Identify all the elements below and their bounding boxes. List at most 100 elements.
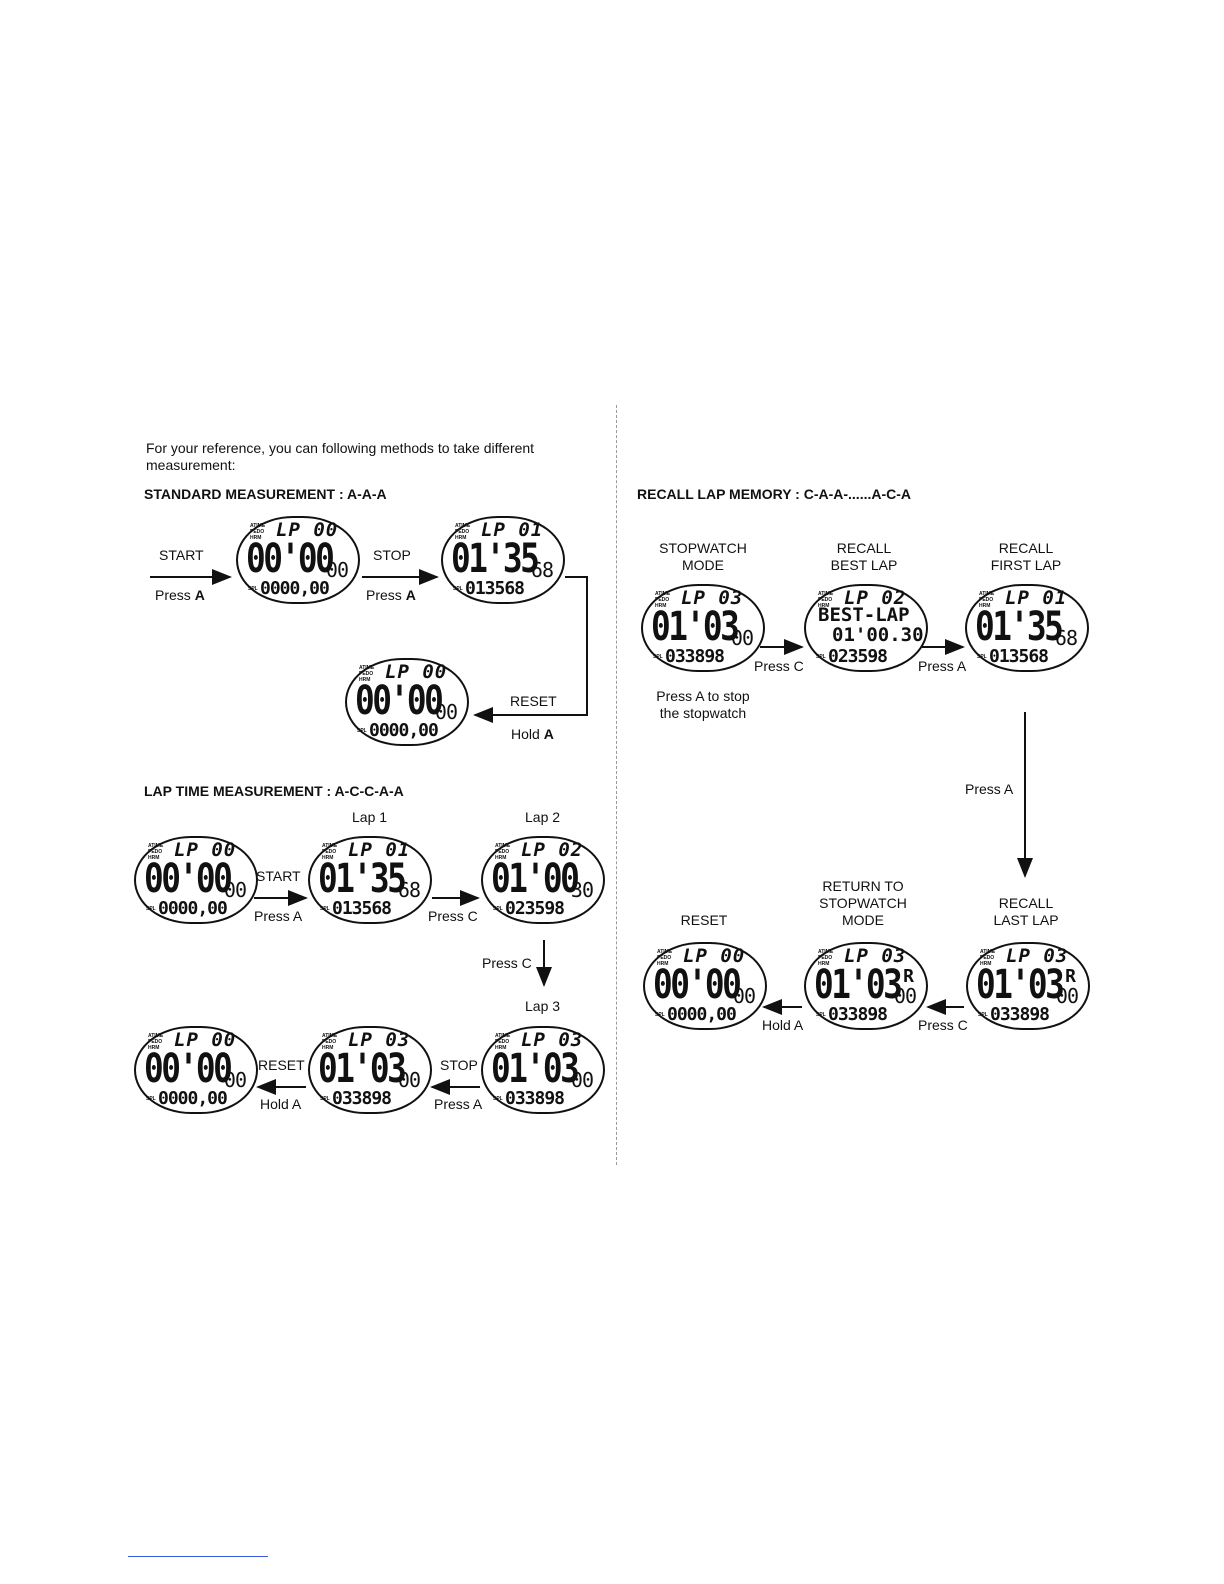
column-divider	[616, 405, 617, 1165]
lap-number: LP 03	[521, 1029, 584, 1051]
watch-display: ATIME PEDO HRM LP 01 01'35 68 SPL 013568	[441, 516, 565, 604]
label-recall-first: RECALL FIRST LAP	[990, 540, 1062, 573]
mode-icons: ATIME PEDO HRM	[980, 949, 996, 967]
main-time: 01'03	[318, 1046, 407, 1092]
mode-icons: ATIME PEDO HRM	[818, 949, 834, 967]
label-reset-title: RESET	[680, 912, 728, 928]
main-time: 00'00	[144, 856, 233, 902]
split-time: 023598	[505, 898, 565, 919]
mode-icons: ATIME PEDO HRM	[495, 843, 511, 861]
hundredths: 00	[732, 984, 756, 1008]
main-time: 00'00	[355, 678, 444, 724]
hundredths: 30	[570, 878, 594, 902]
label-press-a-1: Press A	[155, 587, 205, 604]
label-stop: STOP	[440, 1057, 478, 1073]
label-stop: STOP	[373, 547, 411, 563]
mode-icons: ATIME PEDO HRM	[322, 843, 338, 861]
label-lap3: Lap 3	[525, 998, 561, 1014]
spl-label: SPL	[146, 1096, 156, 1102]
spl-label: SPL	[978, 1012, 988, 1018]
mode-icons: ATIME PEDO HRM	[148, 843, 164, 861]
watch-display: ATIME PEDO HRM LP 00 00'00 00 SPL 0000,0…	[236, 516, 360, 604]
spl-label: SPL	[320, 1096, 330, 1102]
hundredths: 00	[223, 1068, 247, 1092]
main-time: 01'03	[814, 962, 903, 1008]
mode-icons: ATIME PEDO HRM	[657, 949, 673, 967]
label-hold-a: Hold A	[260, 1096, 302, 1112]
lap-number: LP 00	[683, 945, 746, 967]
label-lap1: Lap 1	[352, 809, 388, 825]
hundredths: 00	[730, 626, 754, 650]
hundredths: 68	[530, 558, 554, 582]
label-button-a: A	[194, 587, 205, 603]
heading-lap: LAP TIME MEASUREMENT : A-C-C-A-A	[144, 783, 404, 799]
watch-display: ATIME PEDO HRM LP 03 01'03 R 00 SPL 0338…	[966, 942, 1090, 1030]
label-press-a-to-stop: Press A to stop the stopwatch	[656, 688, 750, 721]
watch-display: ATIME PEDO HRM LP 00 00'00 00 SPL 0000,0…	[134, 1026, 258, 1114]
best-lap-time: 01'00.30	[832, 624, 924, 646]
split-time: 013568	[989, 646, 1049, 667]
spl-label: SPL	[653, 654, 663, 660]
watch-display: ATIME PEDO HRM LP 03 01'03 00 SPL 033898	[308, 1026, 432, 1114]
hundredths: 00	[893, 984, 917, 1008]
spl-label: SPL	[816, 654, 826, 660]
label-lap2: Lap 2	[525, 809, 561, 825]
lap-number: LP 02	[521, 839, 584, 861]
lap-number: LP 01	[481, 519, 544, 541]
split-time: 013568	[465, 578, 525, 599]
main-time: 00'00	[246, 536, 335, 582]
label-press-c: Press C	[918, 1017, 968, 1033]
label-recall-best: RECALL BEST LAP	[830, 540, 898, 573]
spl-label: SPL	[453, 586, 463, 592]
lap-number: LP 02	[844, 587, 907, 609]
label-hold-a: Hold A	[762, 1017, 804, 1033]
mode-icons: ATIME PEDO HRM	[250, 523, 266, 541]
main-time: 01'00	[491, 856, 580, 902]
split-time: 0000,00	[369, 720, 439, 741]
split-time: 033898	[828, 1004, 888, 1025]
mode-icons: ATIME PEDO HRM	[322, 1033, 338, 1051]
label-press-a: Press A	[965, 781, 1014, 797]
label-press-a: Press A	[434, 1096, 483, 1112]
spl-label: SPL	[493, 1096, 503, 1102]
lap-number: LP 00	[276, 519, 339, 541]
watch-display: ATIME PEDO HRM LP 01 01'35 68 SPL 013568	[308, 836, 432, 924]
best-lap-text: BEST-LAP	[818, 604, 910, 626]
watch-display: ATIME PEDO HRM LP 03 01'03 R 00 SPL 0338…	[804, 942, 928, 1030]
main-time: 01'03	[491, 1046, 580, 1092]
intro-text: For your reference, you can following me…	[146, 440, 535, 473]
recall-indicator: R	[1065, 966, 1076, 987]
main-time: 01'35	[451, 536, 540, 582]
label-recall-last: RECALL LAST LAP	[993, 895, 1059, 928]
spl-label: SPL	[493, 906, 503, 912]
main-time: 00'00	[144, 1046, 233, 1092]
main-time: 01'35	[975, 604, 1064, 650]
lap-number: LP 03	[1006, 945, 1069, 967]
main-time: 00'00	[653, 962, 742, 1008]
watch-display: ATIME PEDO HRM LP 00 00'00 00 SPL 0000,0…	[134, 836, 258, 924]
heading-recall: RECALL LAP MEMORY : C-A-A-......A-C-A	[637, 486, 912, 502]
footnote-line	[128, 1556, 268, 1557]
split-time: 0000,00	[158, 1088, 228, 1109]
main-time: 01'03	[651, 604, 740, 650]
lap-number: LP 03	[681, 587, 744, 609]
label-button-a: A	[405, 587, 416, 603]
lap-number: LP 03	[844, 945, 907, 967]
heading-standard: STANDARD MEASUREMENT : A-A-A	[144, 486, 387, 502]
split-time: 033898	[505, 1088, 565, 1109]
hundredths: 00	[223, 878, 247, 902]
spl-label: SPL	[146, 906, 156, 912]
mode-icons: ATIME PEDO HRM	[979, 591, 995, 609]
split-time: 033898	[665, 646, 725, 667]
mode-icons: ATIME PEDO HRM	[818, 591, 834, 609]
label-press-a: Press A	[254, 908, 303, 924]
label-press: Press	[155, 587, 191, 603]
lap-number: LP 03	[348, 1029, 411, 1051]
lap-number: LP 00	[174, 1029, 237, 1051]
label-press-c: Press C	[428, 908, 478, 924]
hundredths: 68	[1054, 626, 1078, 650]
hundredths: 00	[1055, 984, 1079, 1008]
watch-display: ATIME PEDO HRM LP 00 00'00 00 SPL 0000,0…	[643, 942, 767, 1030]
split-time: 0000,00	[158, 898, 228, 919]
